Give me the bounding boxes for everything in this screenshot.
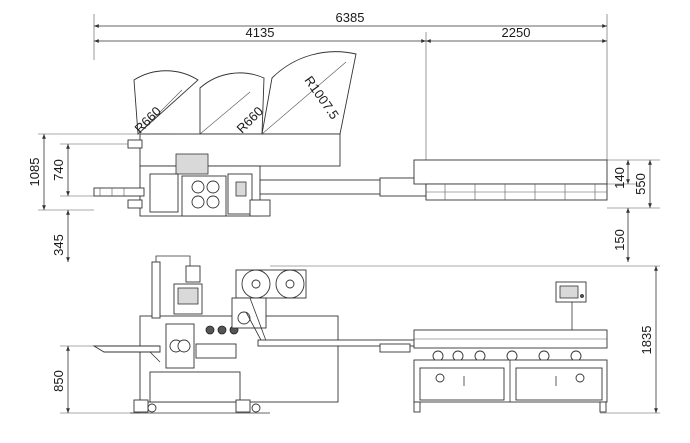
dimension-total-length: 6385 [93,10,608,160]
conveyor-length-label: 2250 [502,25,531,40]
dimension-conveyor-width: 550 [607,159,660,209]
conveyor-width-label: 550 [633,173,648,195]
top-view: 6385 4135 2250 1085 740 345 [27,10,660,262]
discharge-conveyor-top [413,159,608,201]
total-length-label: 6385 [336,10,365,25]
film-reels-side [231,269,307,347]
overall-width-label: 1085 [27,158,42,187]
machine-height-label: 1835 [639,326,654,355]
table-height-label: 850 [51,370,66,392]
side-view: 1835 850 [51,255,660,414]
infeed-table-side [92,345,161,363]
dimension-main-length: 4135 [94,25,427,160]
dimension-machine-height: 1835 [270,265,660,414]
infeed-offset-label: 345 [51,234,66,256]
dimension-infeed-offset: 345 [51,195,140,262]
control-panel-side [555,281,587,330]
frame-width-label: 740 [51,159,66,181]
dimension-conveyor-offset: 140 [607,160,640,189]
main-frame-top [127,133,341,217]
dimension-table-height: 850 [51,345,140,414]
main-length-label: 4135 [246,25,275,40]
machine-body-side [130,255,339,414]
conveyor-rollers [432,350,582,362]
dimension-conveyor-gap: 150 [612,208,630,262]
conveyor-offset-label: 140 [612,167,627,189]
infeed-chain-top [93,187,145,197]
dimension-conveyor-length: 2250 [426,25,607,43]
film-reel-arcs: R660 R660 R1007.5 [132,51,357,136]
conveyor-gap-label: 150 [612,229,627,251]
dimension-frame-width: 740 [51,143,140,196]
outfeed-rail-top [259,177,427,197]
outfeed-conveyor-side [257,329,608,413]
